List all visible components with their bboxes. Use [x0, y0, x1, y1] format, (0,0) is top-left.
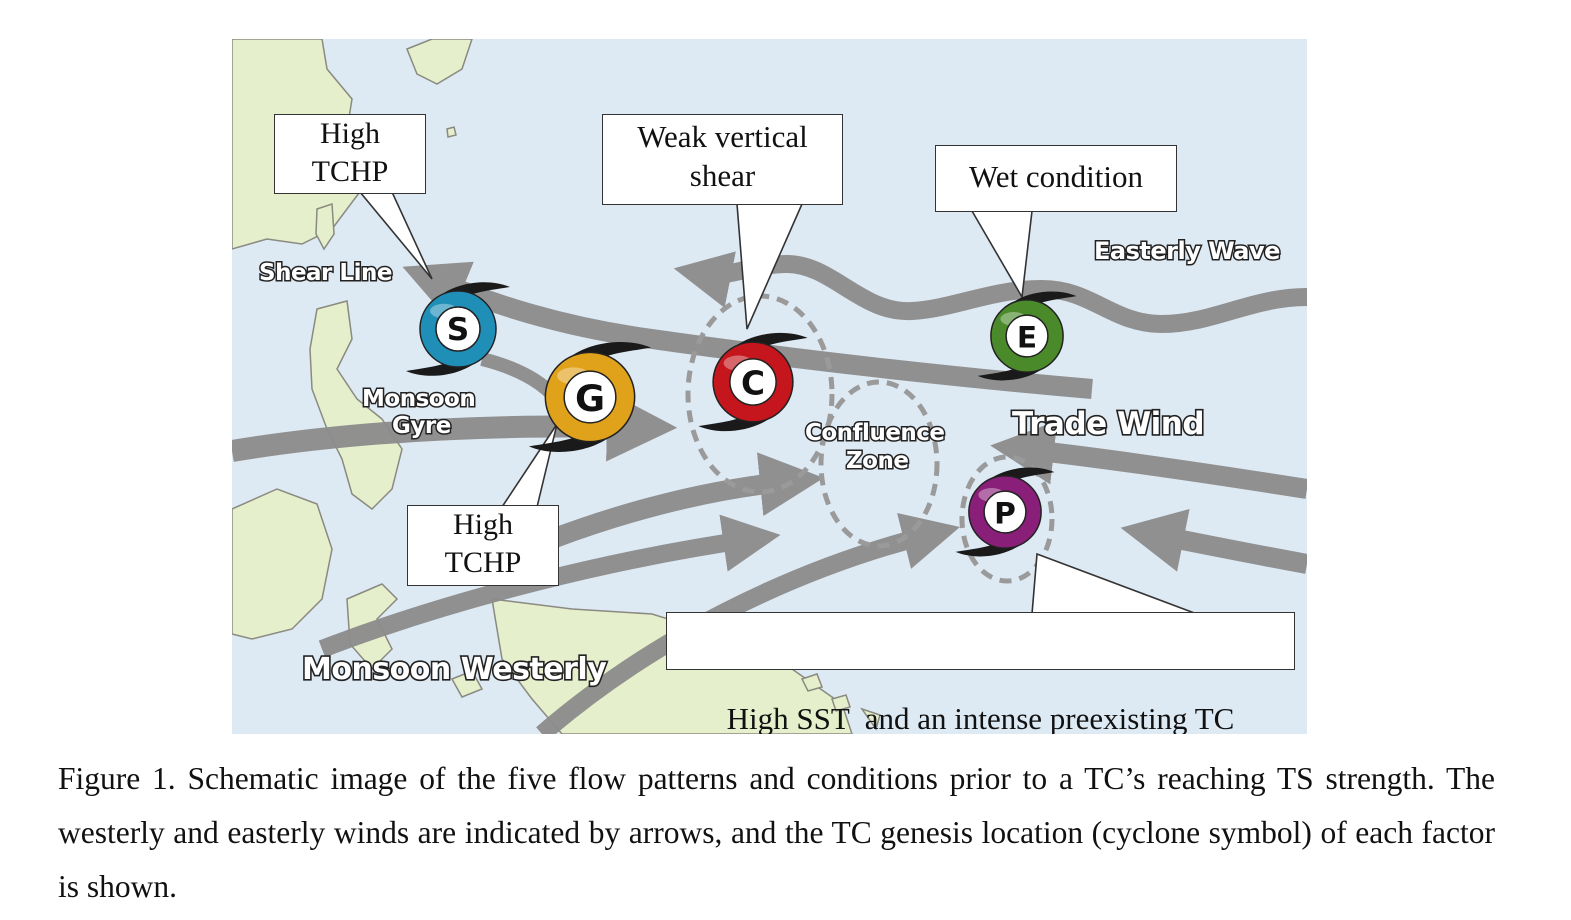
- gyre-arrow: [480, 352, 557, 400]
- figure-caption: Figure 1. Schematic image of the five fl…: [58, 761, 1495, 904]
- label-monsoon-westerly: Monsoon Westerly: [302, 652, 607, 687]
- easterly-wave-arrow: [673, 251, 1307, 334]
- loop-p: [959, 454, 1055, 584]
- callout-line: High: [320, 117, 380, 150]
- land-japan: [406, 39, 473, 85]
- land-islands: [450, 670, 484, 698]
- cyclone-symbol-s: S: [406, 282, 510, 376]
- cyclone-letter-s: S: [447, 312, 469, 348]
- label-easterly-wave: Easterly Wave: [1094, 237, 1280, 265]
- cyclone-letter-g: G: [575, 377, 605, 420]
- cyclone-symbol-c: C: [698, 332, 808, 432]
- callout-high-sst: High SST and an intense preexisting TC: [666, 612, 1295, 734]
- trade-wind-arrow-top: [402, 261, 1093, 399]
- label-confluence-1: Confluence: [805, 420, 945, 446]
- callout-line: TCHP: [444, 545, 522, 579]
- cyclone-letter-p: P: [994, 496, 1016, 531]
- land-masses: [232, 39, 881, 734]
- cyclone-symbol-g: G: [528, 342, 652, 452]
- callout-line: shear: [689, 157, 756, 193]
- land-taiwan: [315, 202, 335, 251]
- land-borneo: [232, 488, 333, 640]
- map-labels: Shear Line Monsoon Gyre Confluence Zone …: [258, 236, 1283, 689]
- callout-wet-condition: Wet condition: [935, 145, 1177, 212]
- callout-line: High: [453, 508, 513, 541]
- cyclone-symbols: S G C E P: [406, 282, 1077, 557]
- pointer-high-sst: [1031, 552, 1198, 615]
- cyclone-symbol-e: E: [977, 291, 1077, 381]
- westerly-arrow-bottom: [536, 513, 960, 734]
- callout-pointers: [358, 191, 1198, 615]
- trade-wind-arrow-low: [1120, 508, 1307, 574]
- label-shear-line: Shear Line: [259, 260, 392, 286]
- callout-high-tchp-bottom: High TCHP: [407, 505, 559, 586]
- callout-line: TCHP: [311, 154, 389, 188]
- loop-confluence: [818, 379, 940, 549]
- land-philippines: [309, 300, 403, 510]
- land-okinawa: [446, 126, 457, 138]
- callout-weak-shear: Weak vertical shear: [602, 114, 843, 205]
- callout-high-tchp-top: High TCHP: [274, 114, 426, 194]
- callout-line: Wet condition: [969, 159, 1143, 194]
- label-confluence-2: Zone: [846, 448, 908, 474]
- label-monsoon-gyre-1: Monsoon: [362, 386, 475, 412]
- cyclone-letter-c: C: [741, 364, 765, 402]
- label-trade-wind: Trade Wind: [1012, 406, 1204, 442]
- westerly-arrow-mid: [548, 452, 824, 549]
- land-islands-2: [800, 673, 881, 731]
- cyclone-letter-e: E: [1017, 320, 1037, 355]
- callout-line: Weak vertical: [637, 119, 808, 154]
- trade-wind-arrow-mid: [990, 420, 1307, 499]
- schematic-map: S G C E P Shear Line Monsoon Gyre Confluence…: [232, 39, 1307, 734]
- label-monsoon-gyre-2: Gyre: [392, 413, 451, 439]
- cyclone-symbol-p: P: [955, 467, 1055, 557]
- callout-line: High SST and an intense preexisting TC: [726, 700, 1235, 735]
